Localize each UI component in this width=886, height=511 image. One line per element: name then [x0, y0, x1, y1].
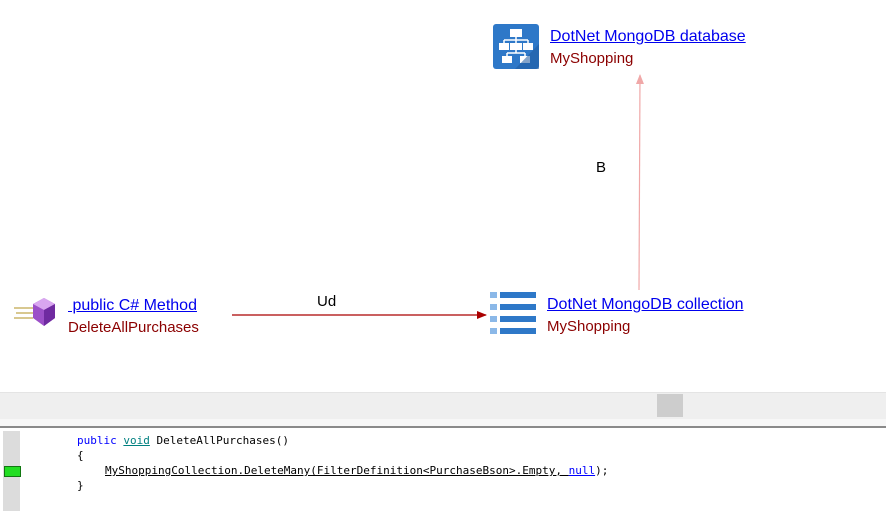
code-line-4: }: [77, 479, 84, 492]
source-code-panel[interactable]: public void DeleteAllPurchases() { MySho…: [0, 426, 886, 511]
database-node-title[interactable]: DotNet MongoDB database: [550, 28, 746, 45]
dependency-diagram: DotNet MongoDB database MyShopping DotNe…: [14, 24, 746, 336]
method-node-subtitle: DeleteAllPurchases: [68, 319, 199, 336]
code-call-end: );: [595, 464, 609, 477]
scrollbar-thumb[interactable]: [657, 394, 683, 417]
horizontal-scrollbar[interactable]: [0, 392, 886, 419]
code-line-3: MyShoppingCollection.DeleteMany(FilterDe…: [105, 464, 608, 478]
csharp-method-icon: [14, 298, 55, 326]
edge-label-ud: Ud: [317, 293, 337, 310]
database-node-subtitle: MyShopping: [550, 50, 634, 67]
code-keyword-void: void: [123, 434, 150, 447]
code-line-1: public void DeleteAllPurchases(): [77, 434, 289, 448]
code-keyword-null: null: [568, 464, 596, 477]
database-schema-icon: [493, 24, 539, 69]
panel-splitter[interactable]: [0, 419, 886, 426]
current-line-marker: [4, 466, 21, 477]
code-line-2: {: [77, 449, 84, 462]
diagram-edges: [232, 74, 644, 319]
edge-label-b: B: [596, 159, 607, 176]
code-highlighted-call: MyShoppingCollection.DeleteMany(FilterDe…: [105, 464, 569, 477]
collection-node-title[interactable]: DotNet MongoDB collection: [547, 296, 744, 313]
method-node-title[interactable]: public C# Method: [68, 297, 197, 314]
edge-collection-to-database[interactable]: [635, 74, 644, 291]
collection-table-icon: [490, 292, 536, 334]
collection-node-subtitle: MyShopping: [547, 318, 631, 335]
code-method-signature: DeleteAllPurchases(): [149, 434, 289, 447]
code-keyword-public: public: [77, 434, 117, 447]
